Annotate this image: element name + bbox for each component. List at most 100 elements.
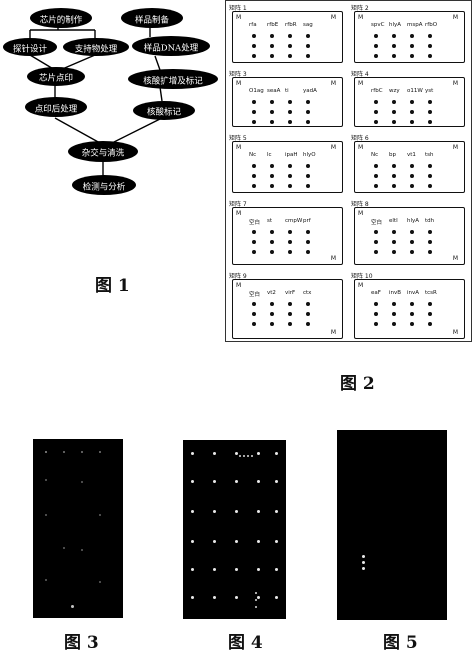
probe-spot: [428, 174, 432, 178]
probe-spot: [392, 302, 396, 306]
probe-spot: [270, 322, 274, 326]
matrix-gene-label: mspA: [407, 22, 423, 28]
figure-5-label: 图 5: [383, 633, 418, 653]
probe-spot: [306, 250, 310, 254]
fluorescent-spot: [99, 451, 101, 453]
probe-spot: [252, 322, 256, 326]
probe-spot: [374, 120, 378, 124]
node-sample-prep: 样品制备: [121, 8, 183, 28]
figure-3-label: 图 3: [64, 633, 99, 653]
matrix-corner-m-right: M: [330, 255, 336, 262]
probe-spot: [270, 184, 274, 188]
matrix-title: 矩阵 2: [351, 5, 369, 12]
probe-spot: [410, 34, 414, 38]
matrix-gene-label: Nc: [249, 152, 257, 158]
fluorescent-spot: [235, 452, 238, 455]
fluorescent-spot: [213, 540, 216, 543]
probe-spot: [270, 164, 274, 168]
node-amplify-label: 核酸扩增及标记: [128, 69, 218, 89]
matrix-corner-m-right: M: [452, 14, 458, 21]
probe-spot: [270, 302, 274, 306]
probe-spot: [252, 110, 256, 114]
probe-spot: [374, 240, 378, 244]
matrix-gene-label: cmpW: [285, 218, 303, 224]
matrix-gene-label: spvC: [371, 22, 385, 28]
probe-spot: [374, 44, 378, 48]
probe-spot: [410, 174, 414, 178]
probe-spot: [288, 164, 292, 168]
matrix-title: 矩阵 4: [351, 71, 369, 78]
fluorescent-spot: [63, 547, 65, 549]
probe-spot: [270, 174, 274, 178]
fluorescent-spot: [275, 510, 278, 513]
probe-spot: [252, 250, 256, 254]
probe-spot: [306, 164, 310, 168]
fluorescent-spot: [213, 568, 216, 571]
matrix-gene-label: 空白: [371, 220, 383, 226]
probe-spot: [270, 34, 274, 38]
matrix-corner-m-right: M: [330, 80, 336, 87]
matrix-corner-m: M: [236, 80, 242, 87]
matrix-title: 矩阵 8: [351, 201, 369, 208]
probe-spot: [288, 54, 292, 58]
probe-spot: [306, 44, 310, 48]
probe-spot: [252, 34, 256, 38]
matrix-title: 矩阵 10: [351, 273, 373, 280]
matrix-gene-label: ipaH: [285, 152, 298, 158]
matrix-gene-label: ctx: [303, 290, 312, 296]
matrix-corner-m: M: [358, 80, 364, 87]
fluorescent-spot: [45, 514, 47, 516]
fluorescent-spot: [255, 606, 257, 608]
probe-spot: [288, 312, 292, 316]
matrix-corner-m: M: [358, 144, 364, 151]
probe-spot: [288, 34, 292, 38]
probe-spot: [252, 120, 256, 124]
matrix-gene-label: virF: [285, 290, 296, 296]
node-chip-spotting: 芯片点印: [27, 67, 85, 86]
probe-spot: [252, 302, 256, 306]
probe-spot: [428, 184, 432, 188]
probe-spot: [428, 44, 432, 48]
probe-spot: [392, 312, 396, 316]
matrix-title: 矩阵 3: [229, 71, 247, 78]
fluorescent-spot: [275, 568, 278, 571]
matrix-gene-label: yst: [425, 88, 434, 94]
probe-spot: [428, 100, 432, 104]
fluorescent-spot: [99, 581, 101, 583]
fluorescent-spot: [45, 479, 47, 481]
probe-spot: [270, 312, 274, 316]
matrix-corner-m-right: M: [330, 14, 336, 21]
figure-4-scan-image: [183, 440, 286, 619]
probe-spot: [428, 302, 432, 306]
matrix-corner-m: M: [236, 210, 242, 217]
matrix-corner-m: M: [236, 282, 242, 289]
matrix-corner-m-right: M: [330, 329, 336, 336]
matrix-corner-m: M: [358, 210, 364, 217]
fluorescent-spot: [275, 480, 278, 483]
probe-spot: [252, 44, 256, 48]
probe-spot: [306, 120, 310, 124]
probe-spot: [252, 174, 256, 178]
probe-spot: [392, 54, 396, 58]
probe-spot: [410, 184, 414, 188]
probe-spot: [392, 164, 396, 168]
matrix-gene-label: eltI: [389, 218, 398, 224]
fluorescent-spot: [191, 568, 194, 571]
probe-spot: [410, 312, 414, 316]
fluorescent-spot: [257, 596, 260, 599]
matrix-gene-label: sag: [303, 22, 313, 28]
fluorescent-spot: [243, 455, 245, 457]
fluorescent-spot: [81, 451, 83, 453]
probe-spot: [392, 120, 396, 124]
figure-5-scan-image: [337, 430, 447, 620]
matrix-title: 矩阵 5: [229, 135, 247, 142]
probe-spot: [306, 100, 310, 104]
matrix-gene-label: rfbR: [285, 22, 297, 28]
matrix-gene-label: seaA: [267, 88, 281, 94]
fluorescent-spot: [235, 568, 238, 571]
